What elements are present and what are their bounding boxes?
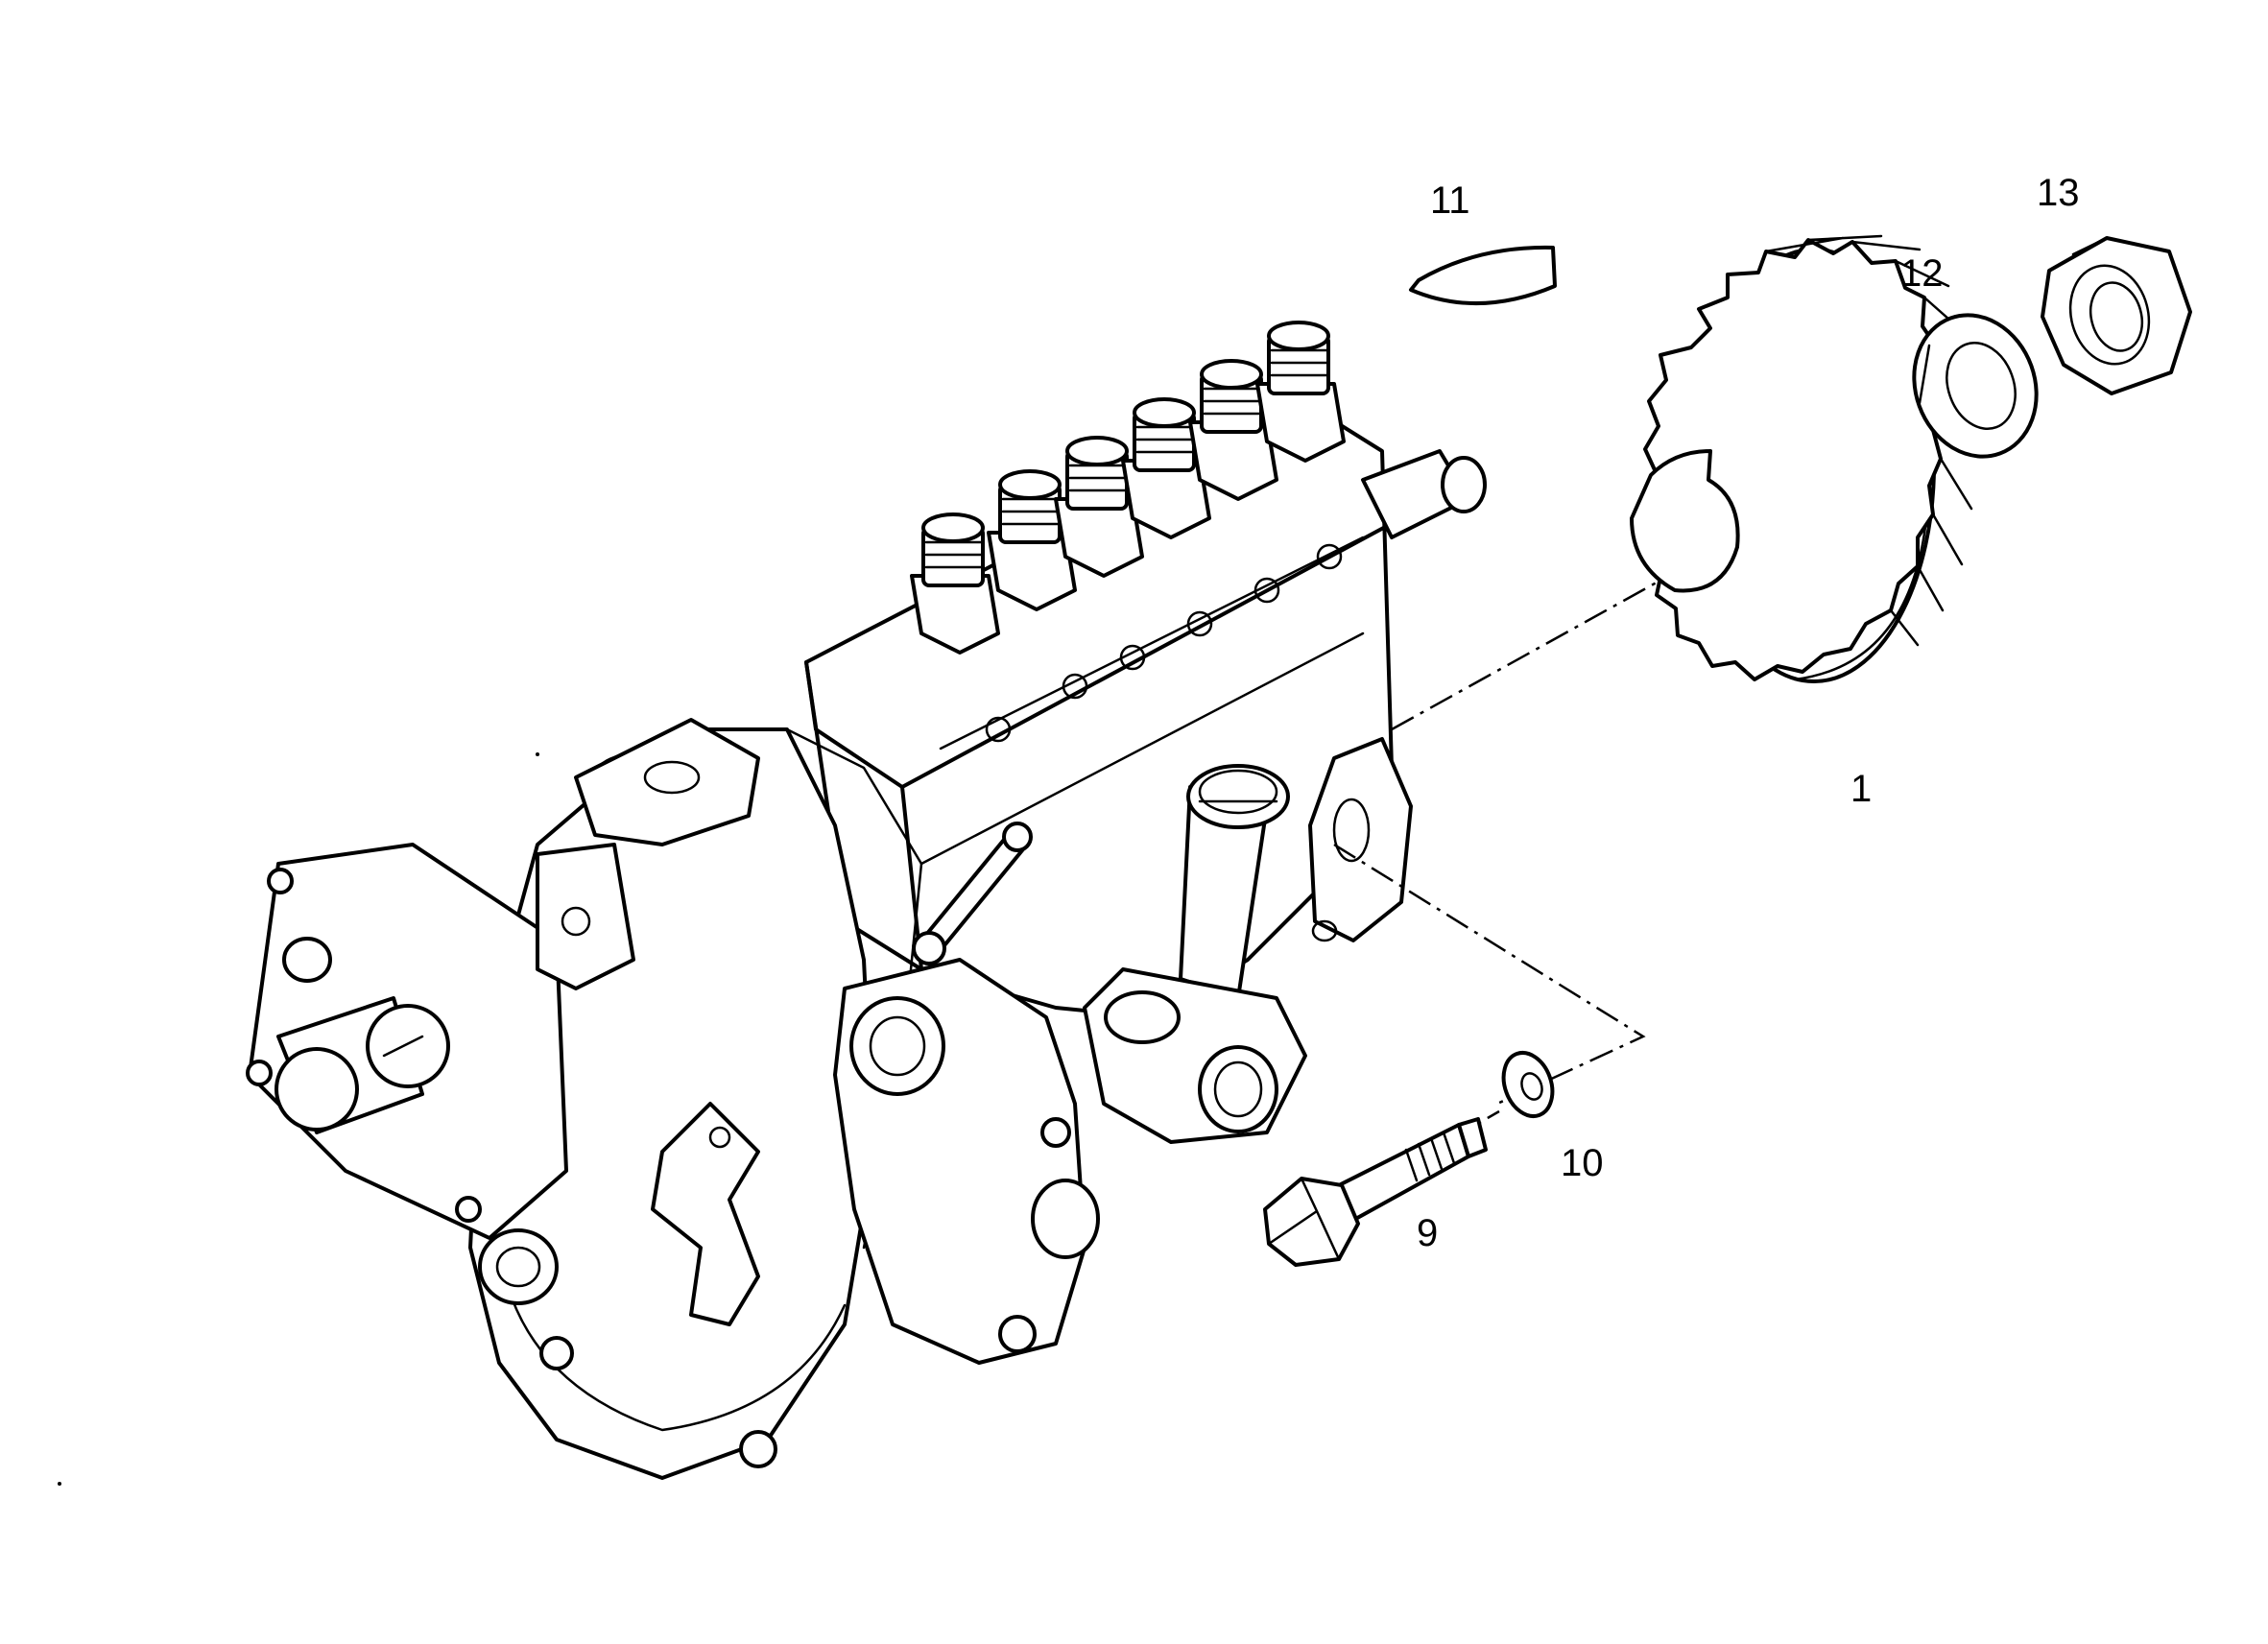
lock-washer [1912, 313, 2039, 459]
hand-primer-pump [1179, 764, 1290, 1000]
callout-gear: 1 [1850, 768, 1872, 810]
callout-nut: 13 [2037, 172, 2080, 214]
hex-nut [2041, 236, 2192, 395]
callout-lock-washer: 12 [1900, 252, 1944, 295]
woodruff-key [1409, 245, 1557, 306]
callout-washer: 10 [1561, 1142, 1604, 1184]
injection-pump-assembly [246, 321, 1487, 1480]
drive-gear [1630, 234, 1977, 683]
callout-bolt: 9 [1417, 1212, 1438, 1254]
ink-speck [536, 752, 539, 756]
end-cover-plate [246, 843, 568, 1240]
coupling-housing [833, 958, 1100, 1365]
ink-speck [58, 1482, 61, 1486]
flat-washer [1501, 1051, 1555, 1118]
delivery-valve-holders [910, 321, 1346, 655]
barrel-bolt-heads [985, 543, 1343, 743]
hex-bolt [1263, 1117, 1488, 1267]
part-callouts: 1 9 10 11 12 13 [1417, 172, 2080, 1254]
callout-woodruff-key: 11 [1430, 179, 1470, 222]
